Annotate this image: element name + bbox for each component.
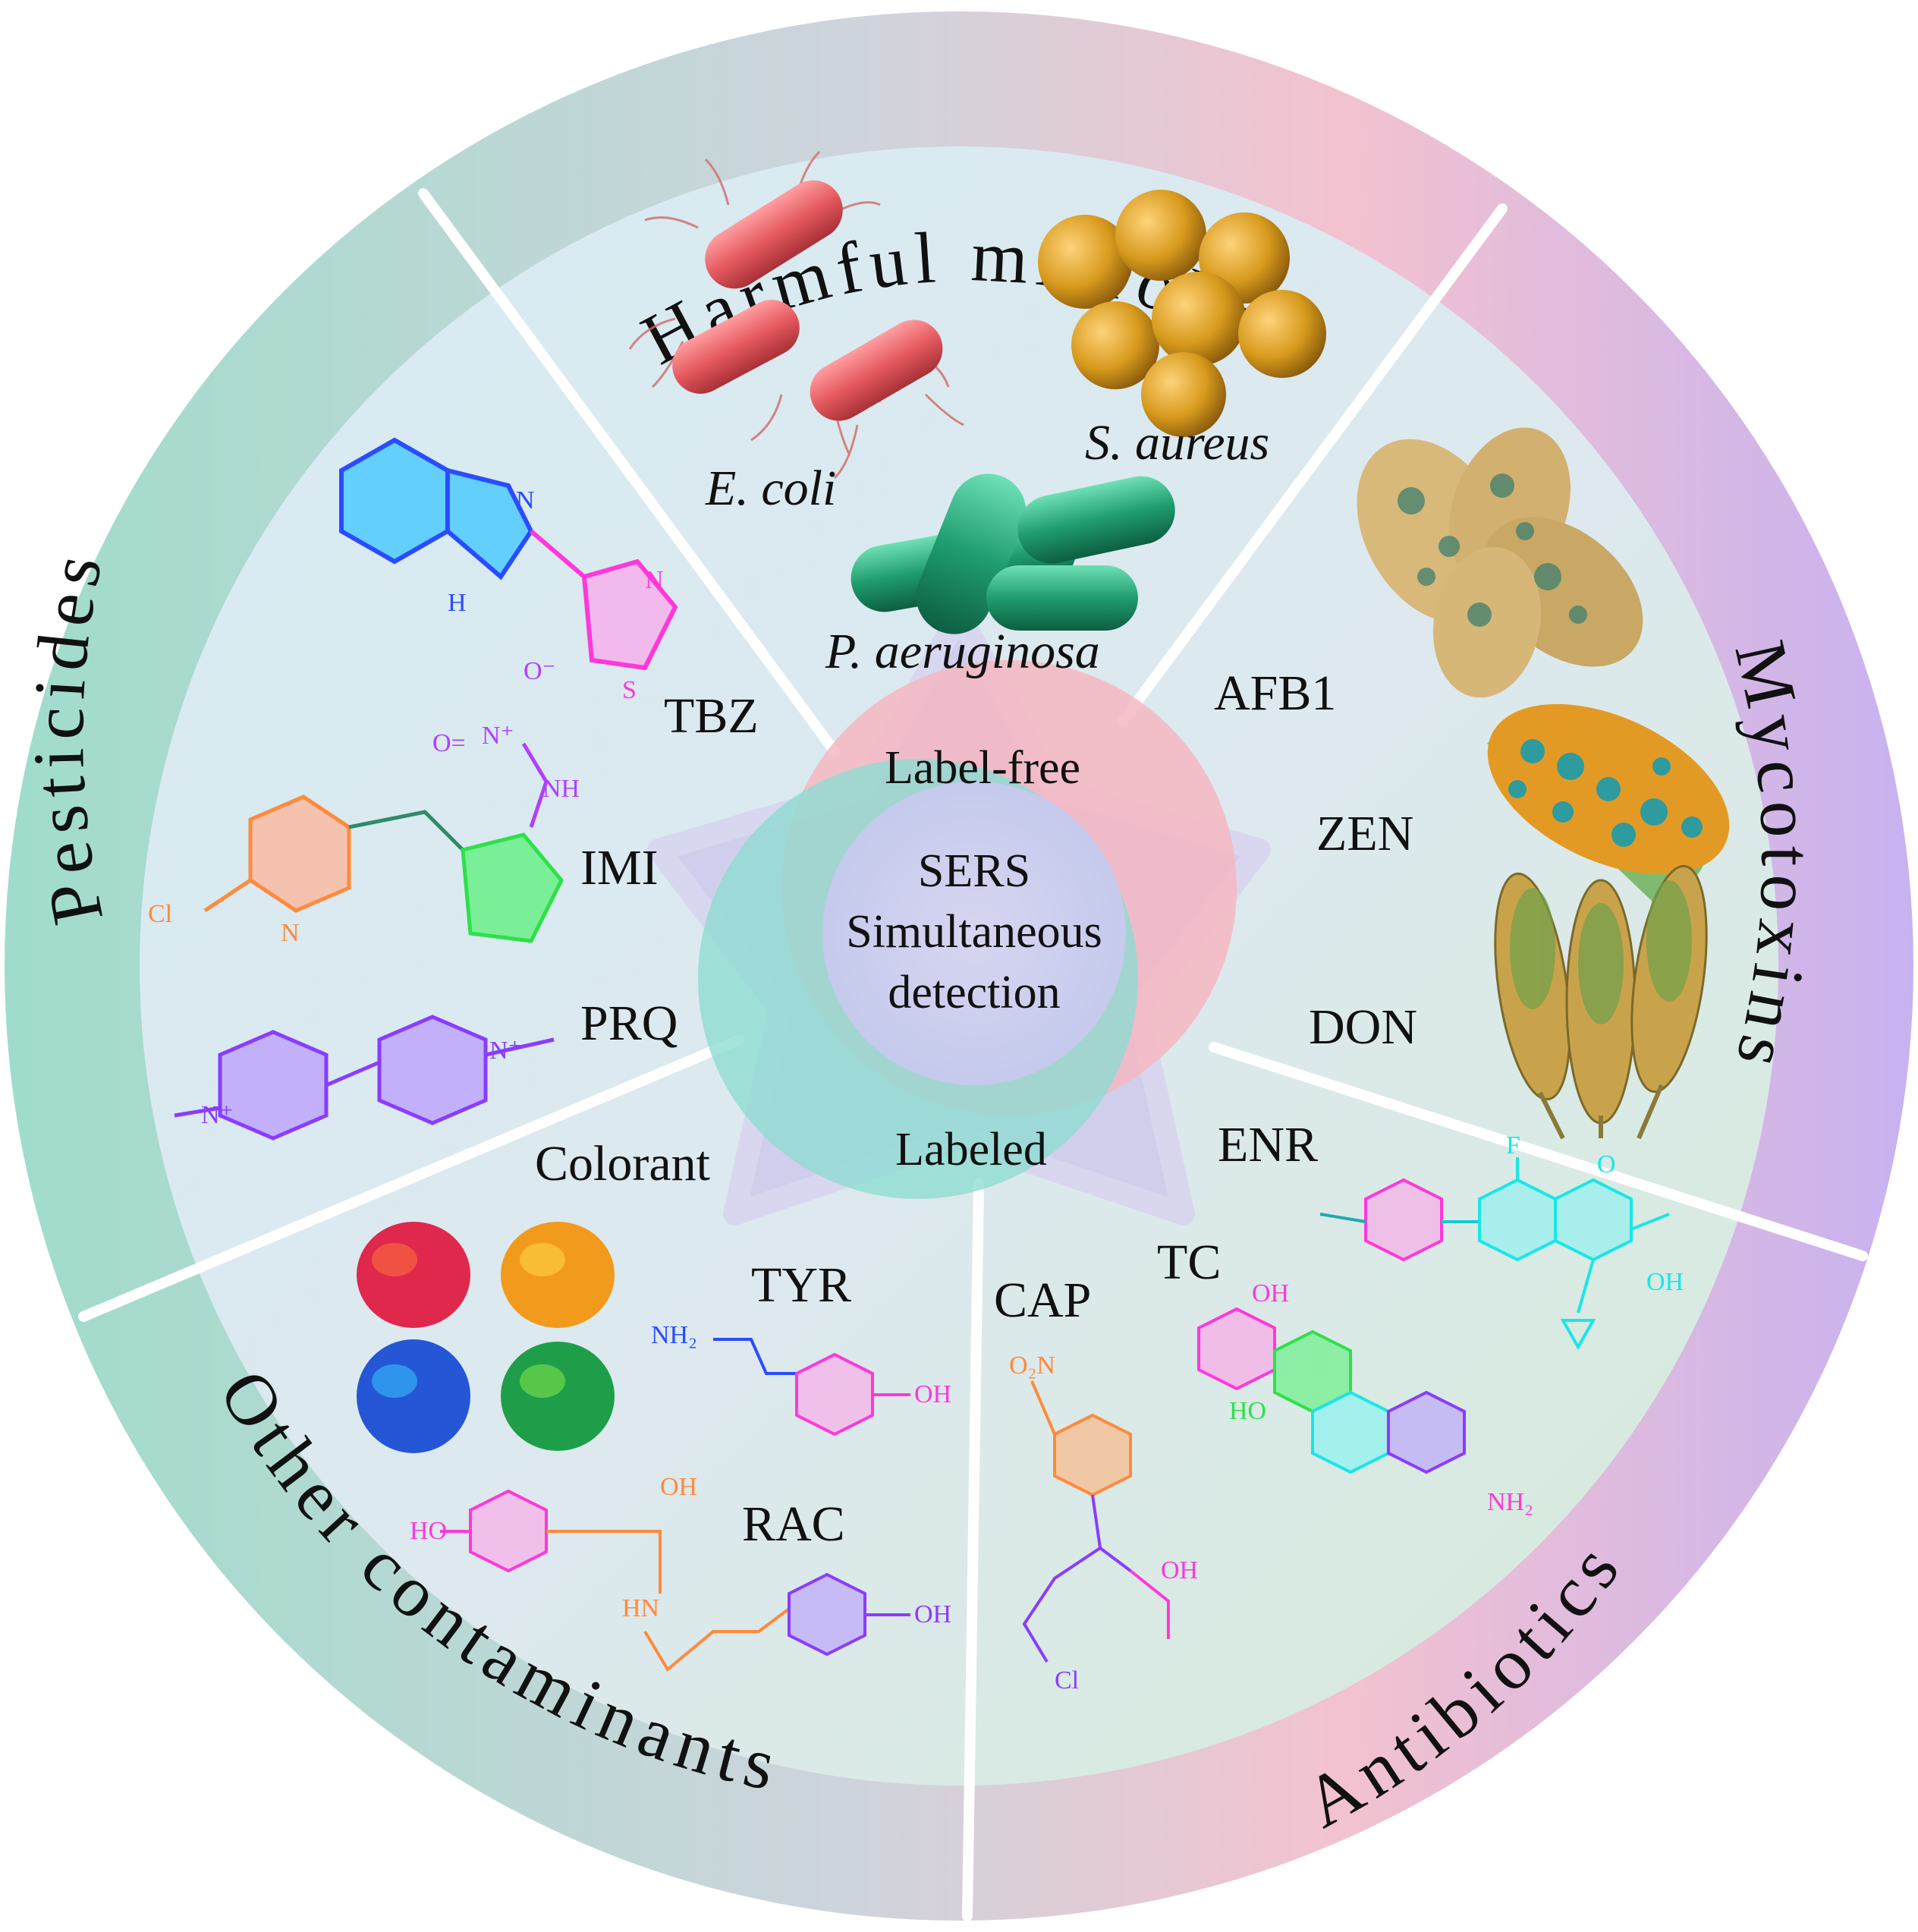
tbz-atom-s: S: [622, 676, 637, 704]
rac-atom-hn: HN: [622, 1594, 659, 1622]
label-enr: ENR: [1218, 1117, 1318, 1172]
cap-structure: [1022, 1380, 1170, 1663]
tyr-atom-nh2: NH₂: [651, 1321, 697, 1349]
sers-core-circle: [822, 782, 1126, 1085]
label-colorant: Colorant: [535, 1136, 710, 1191]
imi-atom-o-eq: O=: [432, 729, 466, 757]
enr-atom-o: O: [1597, 1150, 1616, 1178]
label-imi: IMI: [580, 840, 659, 895]
label-don: DON: [1309, 999, 1417, 1055]
labeled-text: Labeled: [895, 1124, 1047, 1175]
rac-structure: [440, 1489, 910, 1672]
prq-atom-n-plus-left: N⁺: [201, 1101, 234, 1129]
tbz-atom-n2: N: [645, 566, 664, 594]
tc-atom-ho: HO: [1229, 1397, 1266, 1425]
label-ecoli: E. coli: [705, 461, 836, 516]
sector-dividers: [78, 188, 1868, 1921]
rac-atom-oh: OH: [914, 1600, 951, 1628]
tbz-atom-n1: N: [516, 486, 535, 514]
tc-atom-oh-top: OH: [1252, 1279, 1289, 1307]
cap-atom-o2n: O₂N: [1009, 1351, 1055, 1380]
imi-atom-n-plus: N⁺: [482, 722, 514, 750]
enr-structure: [1319, 1157, 1670, 1351]
center-line-sers: SERS: [918, 845, 1030, 897]
imi-atom-n-ring: N: [281, 919, 300, 947]
center-emblem: Label-free SERS Simultaneous detection L…: [647, 603, 1271, 1226]
label-saureus: S. aureus: [1085, 415, 1269, 470]
imi-structure: [203, 742, 564, 943]
label-afb1: AFB1: [1214, 666, 1336, 721]
label-rac: RAC: [742, 1496, 845, 1552]
label-free-text: Label-free: [885, 742, 1080, 794]
label-paeruginosa: P. aeruginosa: [825, 624, 1100, 679]
tbz-structure: [339, 437, 678, 671]
center-line-detection: detection: [888, 967, 1060, 1018]
tyr-atom-oh: OH: [914, 1380, 951, 1408]
rac-atom-ho: HO: [410, 1517, 447, 1545]
imi-atom-o-minus: O⁻: [524, 657, 556, 685]
label-tc: TC: [1157, 1235, 1221, 1290]
imi-atom-nh: NH: [542, 775, 580, 803]
label-prq: PRQ: [580, 996, 678, 1051]
cap-atom-oh: OH: [1161, 1556, 1198, 1584]
moldy-corn-illustration: [1487, 703, 1730, 903]
rac-atom-oh-top: OH: [660, 1473, 697, 1501]
tyr-structure: [713, 1338, 910, 1436]
prq-structure: [174, 1015, 555, 1141]
cap-atom-cl: Cl: [1055, 1666, 1079, 1694]
ecoli-illustration: [628, 150, 964, 480]
label-zen: ZEN: [1316, 806, 1413, 861]
label-cap: CAP: [994, 1273, 1091, 1328]
moldy-peanuts-illustration: [1357, 427, 1643, 698]
tc-atom-nh2: NH₂: [1487, 1488, 1533, 1516]
colorant-powders-illustration: [357, 1222, 615, 1453]
imi-atom-cl: Cl: [148, 900, 172, 928]
label-tbz: TBZ: [664, 688, 759, 744]
paeruginosa-illustration: [851, 474, 1175, 634]
saureus-illustration: [1038, 190, 1326, 437]
enr-atom-oh: OH: [1646, 1268, 1684, 1296]
enr-atom-f: F: [1506, 1131, 1520, 1160]
wheat-illustration: [1494, 864, 1708, 1140]
prq-atom-n-plus-right: N⁺: [489, 1037, 522, 1065]
center-line-simultaneous: Simultaneous: [846, 906, 1102, 958]
tbz-atom-h: H: [448, 589, 467, 617]
sector-title-pesticides: Pesticides: [17, 541, 119, 931]
tc-structure: [1197, 1307, 1466, 1474]
label-tyr: TYR: [751, 1257, 851, 1313]
